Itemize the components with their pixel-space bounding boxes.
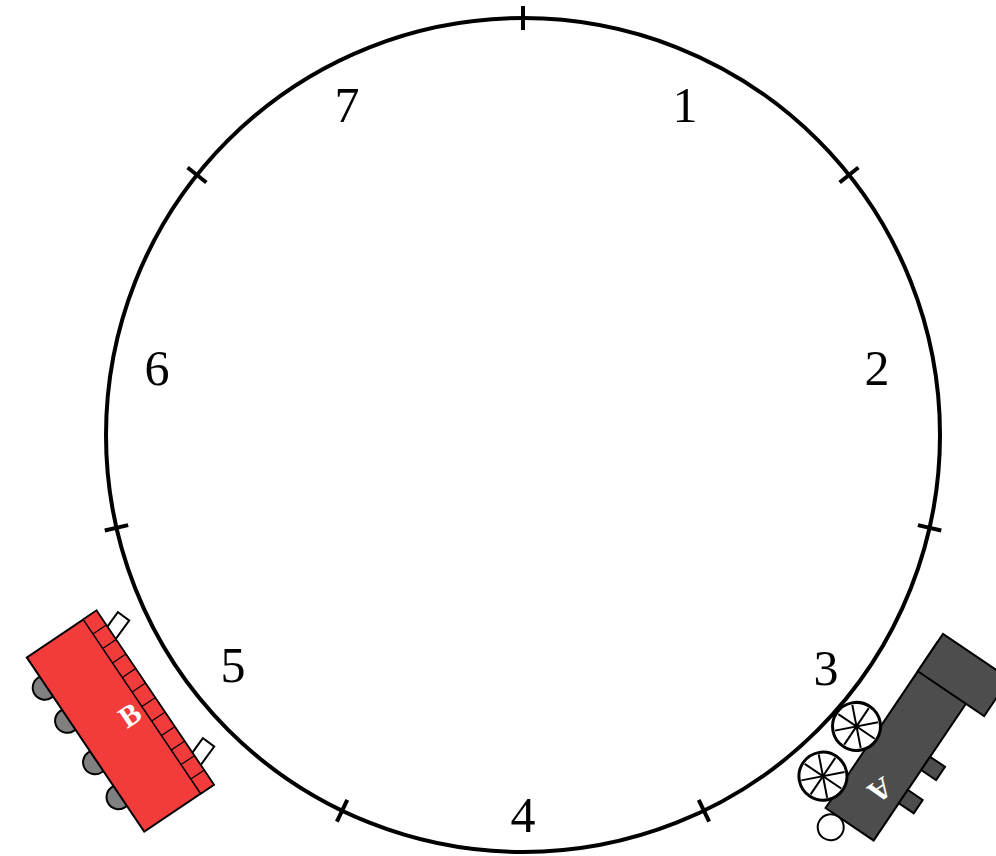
tick-mark (918, 525, 941, 530)
section-ticks (105, 6, 941, 822)
tick-mark (188, 168, 207, 183)
section-number: 4 (511, 790, 536, 840)
section-number: 6 (145, 343, 170, 393)
tick-mark (337, 800, 347, 822)
tick-mark (840, 168, 859, 183)
section-number: 2 (865, 343, 890, 393)
section-number: 7 (335, 80, 360, 130)
tick-mark (105, 525, 128, 530)
red-car (15, 598, 232, 839)
tick-mark (699, 800, 709, 822)
section-number: 3 (814, 643, 839, 693)
section-number: 1 (673, 80, 698, 130)
locomotive (775, 609, 996, 856)
section-number: 5 (221, 640, 246, 690)
tick-mark (521, 6, 525, 30)
circular-track (106, 18, 940, 852)
